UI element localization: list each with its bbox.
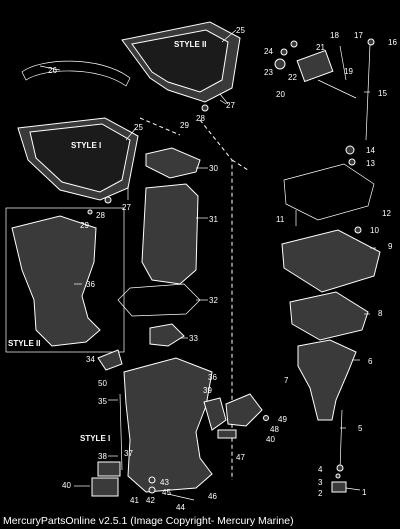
callout-50: 50 bbox=[98, 379, 107, 388]
callout-23: 23 bbox=[264, 68, 273, 77]
callout-13: 13 bbox=[366, 159, 375, 168]
callout-28-top: 28 bbox=[196, 114, 205, 123]
style-i-label-upper: STYLE I bbox=[71, 141, 101, 150]
callout-44: 44 bbox=[176, 503, 185, 512]
callout-14: 14 bbox=[366, 146, 375, 155]
callout-41: 41 bbox=[130, 496, 139, 505]
bracket-30 bbox=[145, 147, 201, 179]
callout-31: 31 bbox=[209, 215, 218, 224]
callout-29-top: 29 bbox=[180, 121, 189, 130]
callout-35: 35 bbox=[98, 397, 107, 406]
callout-33: 33 bbox=[189, 334, 198, 343]
callout-4: 4 bbox=[318, 465, 323, 474]
callout-40-right: 40 bbox=[266, 435, 275, 444]
callout-32: 32 bbox=[209, 296, 218, 305]
callout-26: 26 bbox=[48, 66, 57, 75]
callout-43: 43 bbox=[160, 478, 169, 487]
style-ii-inset-frame bbox=[5, 207, 125, 353]
top-cowl-style-i bbox=[17, 117, 139, 201]
style-i-label-lower: STYLE I bbox=[80, 434, 110, 443]
image-caption: MercuryPartsOnline v2.5.1 (Image Copyrig… bbox=[0, 514, 400, 529]
callout-42: 42 bbox=[146, 496, 155, 505]
callout-20: 20 bbox=[276, 90, 285, 99]
callout-19: 19 bbox=[344, 67, 353, 76]
callout-28-mid: 28 bbox=[96, 211, 105, 220]
housing-31 bbox=[141, 183, 199, 285]
seal-12 bbox=[283, 163, 375, 221]
callout-27-mid: 27 bbox=[122, 203, 131, 212]
callout-1: 1 bbox=[362, 488, 367, 497]
callout-34: 34 bbox=[86, 355, 95, 364]
style-ii-label-top: STYLE II bbox=[174, 40, 206, 49]
callout-10: 10 bbox=[370, 226, 379, 235]
callout-30: 30 bbox=[209, 164, 218, 173]
callout-15: 15 bbox=[378, 89, 387, 98]
callout-3: 3 bbox=[318, 478, 323, 487]
callout-7: 7 bbox=[284, 376, 289, 385]
cover-33 bbox=[149, 323, 185, 347]
cover-34 bbox=[97, 349, 123, 371]
bracket-39 bbox=[203, 397, 227, 431]
callout-11: 11 bbox=[276, 215, 285, 224]
callout-17: 17 bbox=[354, 31, 363, 40]
midsection-style-ii bbox=[11, 215, 101, 347]
callout-18: 18 bbox=[330, 31, 339, 40]
driveshaft-housing-6 bbox=[297, 339, 357, 421]
callout-21: 21 bbox=[316, 43, 325, 52]
gasket-8 bbox=[289, 291, 369, 341]
callout-49: 49 bbox=[278, 415, 287, 424]
callout-27-top: 27 bbox=[226, 101, 235, 110]
callout-22: 22 bbox=[288, 73, 297, 82]
exploded-parts-diagram: STYLE II STYLE I STYLE II STYLE I 1 2 3 … bbox=[5, 21, 398, 512]
callout-45: 45 bbox=[162, 488, 171, 497]
callout-39: 39 bbox=[203, 386, 212, 395]
callout-25-mid: 25 bbox=[134, 123, 143, 132]
callout-2: 2 bbox=[318, 489, 323, 498]
callout-24: 24 bbox=[264, 47, 273, 56]
bracket-47 bbox=[225, 393, 263, 427]
callout-36-lower: 36 bbox=[208, 373, 217, 382]
callout-8: 8 bbox=[378, 309, 383, 318]
seal-32 bbox=[117, 283, 201, 317]
callout-5: 5 bbox=[358, 424, 363, 433]
callout-40-left: 40 bbox=[62, 481, 71, 490]
midsection-style-i bbox=[123, 357, 213, 493]
callout-25-top: 25 bbox=[236, 26, 245, 35]
callout-9: 9 bbox=[388, 242, 393, 251]
callout-12: 12 bbox=[382, 209, 391, 218]
callout-47: 47 bbox=[236, 453, 245, 462]
callout-36-inset: 36 bbox=[86, 280, 95, 289]
callout-29-mid: 29 bbox=[80, 221, 89, 230]
cowl-seal-26 bbox=[21, 60, 131, 87]
callout-48: 48 bbox=[270, 425, 279, 434]
callout-38: 38 bbox=[98, 452, 107, 461]
style-ii-label-inset: STYLE II bbox=[8, 339, 40, 348]
callout-37: 37 bbox=[124, 449, 133, 458]
callout-16: 16 bbox=[388, 38, 397, 47]
leader-lines bbox=[39, 29, 376, 491]
callout-46: 46 bbox=[208, 492, 217, 501]
top-cowl-style-ii bbox=[121, 21, 241, 103]
fitting-assembly-17-24 bbox=[274, 40, 357, 99]
shaft-5 bbox=[339, 409, 343, 471]
callout-6: 6 bbox=[368, 357, 373, 366]
fasteners-27-29 bbox=[87, 93, 229, 215]
adapter-plate-9 bbox=[281, 229, 381, 293]
